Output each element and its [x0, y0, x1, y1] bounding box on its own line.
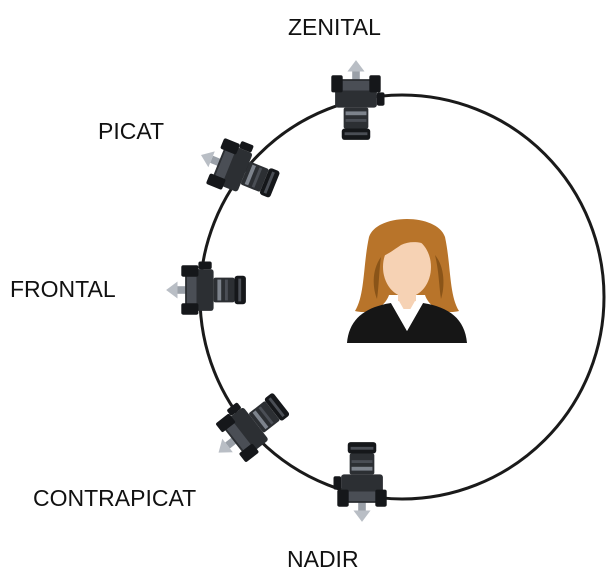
label-contrapicat: CONTRAPICAT: [33, 485, 197, 511]
camera-zenital-icon: [331, 60, 385, 140]
label-zenital: ZENITAL: [288, 14, 381, 40]
label-frontal: FRONTAL: [10, 276, 116, 302]
person-icon: [347, 219, 467, 343]
camera-picat-icon: [191, 128, 286, 208]
camera-frontal-icon: [166, 261, 246, 315]
label-nadir: NADIR: [287, 546, 359, 572]
camera-nadir-icon: [333, 442, 387, 522]
label-picat: PICAT: [98, 118, 165, 144]
